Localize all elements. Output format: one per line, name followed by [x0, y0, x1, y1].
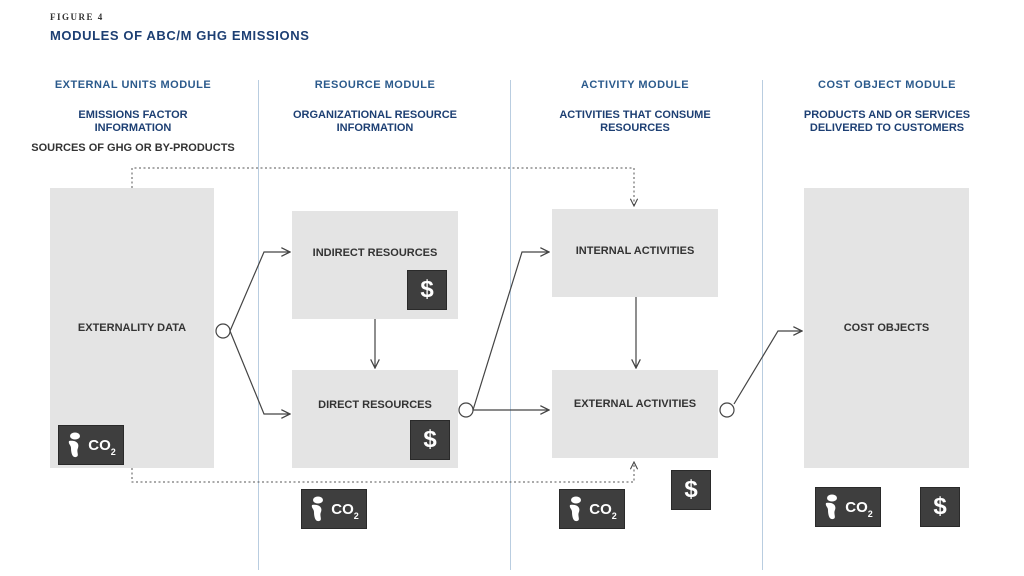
co2-main-text: CO — [88, 436, 111, 454]
internal-activities-label: INTERNAL ACTIVITIES — [575, 245, 695, 257]
arrow-to-internal-activities — [472, 252, 549, 411]
co2-label: CO2 — [331, 500, 359, 521]
co2-main-text: CO — [589, 500, 612, 518]
indirect-resources-label: INDIRECT RESOURCES — [312, 247, 438, 259]
column-divider — [762, 80, 763, 570]
cost-objects-box: COST OBJECTS — [804, 188, 969, 468]
co2-main-text: CO — [845, 498, 868, 516]
footprint-icon — [570, 496, 582, 522]
direct-resources-node — [458, 402, 474, 418]
co2-label: CO2 — [589, 500, 617, 521]
subtitle-line: RESOURCES — [600, 122, 670, 134]
column-header-cost-object: COST OBJECT MODULE — [818, 79, 956, 91]
subtitle-line: ACTIVITIES THAT CONSUME — [559, 109, 711, 121]
column-divider — [510, 80, 511, 570]
column-header-resource: RESOURCE MODULE — [314, 79, 436, 91]
dotted-feedback-top — [131, 167, 634, 206]
arrow-to-cost-objects — [733, 331, 802, 405]
subtitle-line: ORGANIZATIONAL RESOURCE — [293, 109, 457, 121]
co2-subscript: 2 — [867, 508, 873, 519]
column-subtitle-external-units: EMISSIONS FACTOR INFORMATION — [13, 109, 253, 135]
externality-data-box: EXTERNALITY DATA — [50, 188, 214, 468]
footprint-icon — [69, 432, 81, 458]
subtitle-line: DELIVERED TO CUSTOMERS — [809, 122, 965, 134]
dollar-icon: $ — [671, 470, 711, 510]
direct-resources-label: DIRECT RESOURCES — [318, 399, 432, 411]
external-activities-box: EXTERNAL ACTIVITIES — [552, 370, 718, 458]
cost-objects-label: COST OBJECTS — [843, 322, 930, 334]
internal-activities-box: INTERNAL ACTIVITIES — [552, 209, 718, 297]
externality-data-label: EXTERNALITY DATA — [77, 322, 187, 334]
co2-footprint-badge: CO2 — [301, 489, 367, 529]
footprint-icon — [312, 496, 324, 522]
column-header-external-units: EXTERNAL UNITS MODULE — [54, 79, 212, 91]
co2-label: CO2 — [88, 436, 116, 457]
dollar-icon: $ — [920, 487, 960, 527]
column-subtitle-resource: ORGANIZATIONAL RESOURCE INFORMATION — [255, 109, 495, 135]
co2-subscript: 2 — [110, 446, 116, 457]
column-subtitle-cost-object: PRODUCTS AND OR SERVICES DELIVERED TO CU… — [767, 109, 1007, 135]
external-activities-node — [719, 402, 735, 418]
co2-footprint-badge: CO2 — [58, 425, 124, 465]
figure-title: MODULES OF ABC/M GHG EMISSIONS — [50, 28, 310, 43]
external-activities-label: EXTERNAL ACTIVITIES — [573, 398, 697, 410]
footprint-icon — [826, 494, 838, 520]
dollar-icon: $ — [410, 420, 450, 460]
column-subtitle-activity: ACTIVITIES THAT CONSUME RESOURCES — [515, 109, 755, 135]
subtitle-line: EMISSIONS FACTOR — [78, 109, 188, 121]
column-divider — [258, 80, 259, 570]
column-extra-subtitle: SOURCES OF GHG OR BY-PRODUCTS — [31, 142, 235, 154]
arrow-to-indirect-resources — [229, 252, 290, 332]
subtitle-line: INFORMATION — [94, 122, 172, 134]
externality-node — [215, 323, 231, 339]
figure-label: FIGURE 4 — [50, 12, 104, 22]
arrow-to-direct-resources — [229, 330, 290, 414]
co2-subscript: 2 — [611, 510, 617, 521]
subtitle-line: PRODUCTS AND OR SERVICES — [803, 109, 971, 121]
dotted-feedback-bottom — [131, 462, 634, 483]
column-header-activity: ACTIVITY MODULE — [580, 79, 690, 91]
co2-footprint-badge: CO2 — [815, 487, 881, 527]
co2-subscript: 2 — [353, 510, 359, 521]
co2-footprint-badge: CO2 — [559, 489, 625, 529]
co2-main-text: CO — [331, 500, 354, 518]
co2-label: CO2 — [845, 498, 873, 519]
dollar-icon: $ — [407, 270, 447, 310]
subtitle-line: INFORMATION — [336, 122, 414, 134]
